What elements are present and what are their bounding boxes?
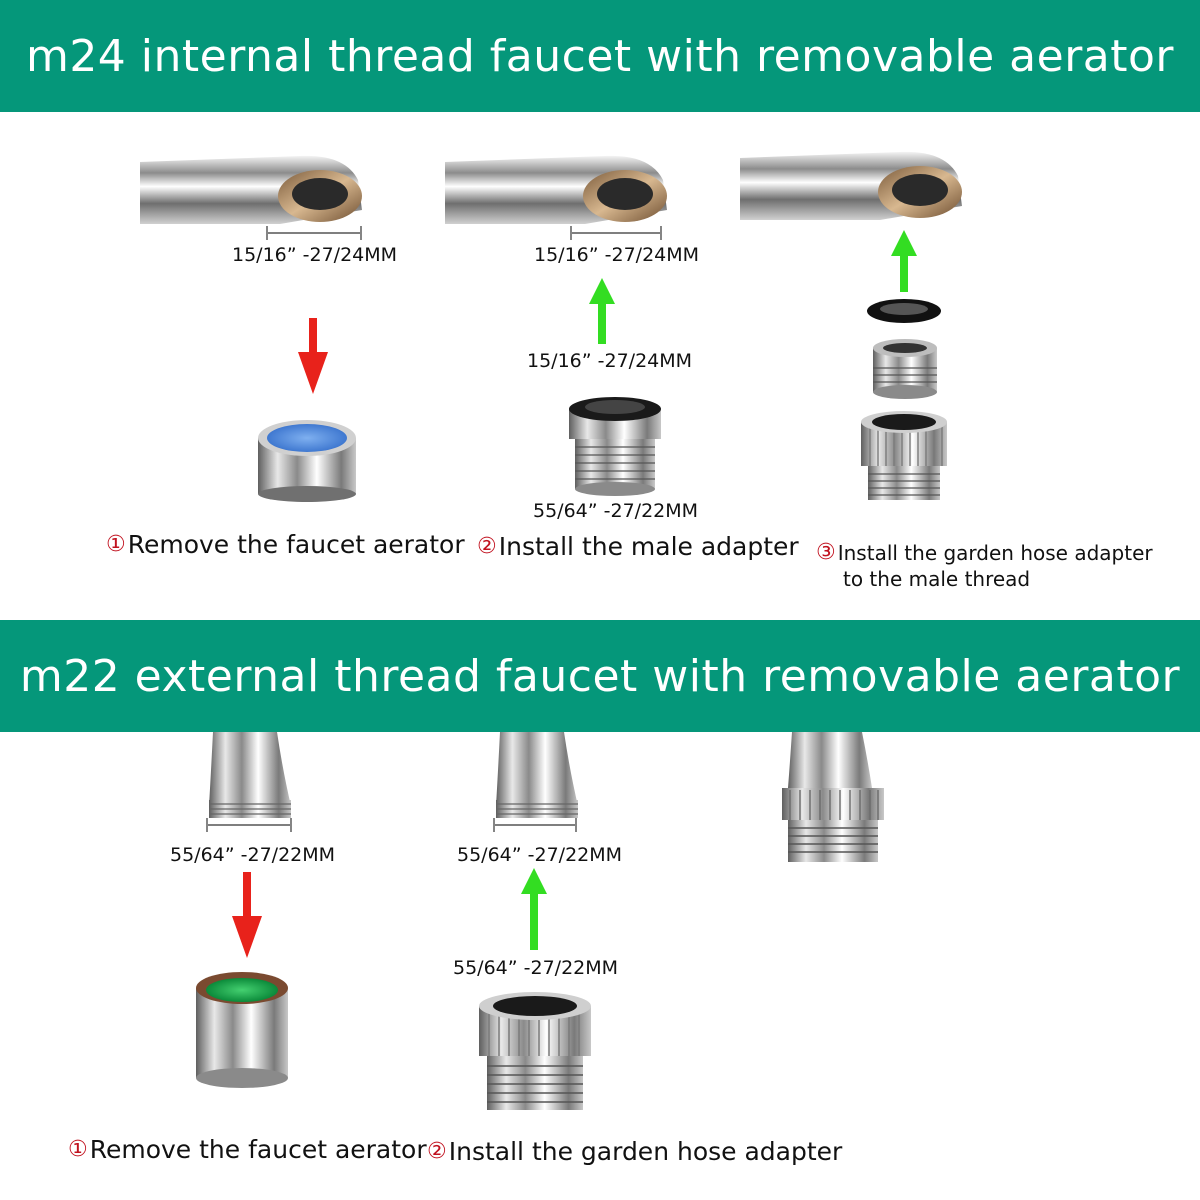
- faucet-spout-3: [740, 151, 962, 220]
- remove-arrow: [232, 872, 262, 958]
- male-adapter: [569, 397, 661, 496]
- section-title-m24: m24 internal thread faucet with removabl…: [0, 0, 1200, 112]
- step-number: ①: [106, 532, 126, 557]
- step-label: Install the male adapter: [498, 532, 799, 561]
- faucet-spout-2: [445, 155, 667, 224]
- remove-arrow: [298, 318, 328, 394]
- garden-hose-adapter: [479, 992, 591, 1110]
- step-label: Install the garden hose adapter: [837, 540, 1153, 565]
- dimension-line-2: [570, 226, 662, 240]
- step-3-install-garden-hose-adapter: ③ Install the garden hose adapter: [816, 540, 1153, 565]
- faucet-spout-1: [140, 155, 362, 224]
- rubber-washer: [867, 299, 941, 323]
- faucet-aerator: [196, 972, 288, 1088]
- install-arrow: [589, 278, 615, 344]
- thread-size-label: 15/16” -27/24MM: [527, 350, 693, 372]
- install-arrow: [891, 230, 917, 292]
- step-number: ③: [816, 540, 836, 565]
- install-arrow: [521, 868, 547, 950]
- step-label: Remove the faucet aerator: [89, 1135, 427, 1164]
- step-label-continued: to the male thread: [843, 567, 1031, 591]
- dimension-line-1: [266, 226, 362, 240]
- thread-size-label: 55/64” -27/22MM: [453, 957, 619, 979]
- step-label: Install the garden hose adapter: [448, 1137, 843, 1166]
- thread-size-label: 15/16” -27/24MM: [232, 244, 398, 266]
- faucet-with-adapter-installed: [782, 732, 884, 862]
- dimension-line-2: [493, 818, 577, 832]
- step-2-install-garden-hose-adapter: ② Install the garden hose adapter: [427, 1137, 842, 1166]
- faucet-aerator: [258, 420, 356, 502]
- male-adapter: [873, 339, 937, 399]
- step-label: Remove the faucet aerator: [127, 530, 465, 559]
- step-2-install-male-adapter: ② Install the male adapter: [477, 532, 799, 561]
- faucet-spout-2: [496, 732, 578, 818]
- dimension-line-1: [206, 818, 292, 832]
- faucet-spout-1: [209, 732, 291, 818]
- thread-size-label: 55/64” -27/22MM: [533, 500, 699, 522]
- step-1-remove-aerator: ① Remove the faucet aerator: [68, 1135, 427, 1164]
- garden-hose-adapter: [861, 411, 947, 500]
- step-number: ②: [477, 534, 497, 559]
- section-title-m22: m22 external thread faucet with removabl…: [0, 620, 1200, 732]
- thread-size-label: 55/64” -27/22MM: [457, 844, 623, 866]
- thread-size-label: 15/16” -27/24MM: [534, 244, 700, 266]
- thread-size-label: 55/64” -27/22MM: [170, 844, 336, 866]
- step-number: ①: [68, 1137, 88, 1162]
- step-1-remove-aerator: ① Remove the faucet aerator: [106, 530, 465, 559]
- step-number: ②: [427, 1139, 447, 1164]
